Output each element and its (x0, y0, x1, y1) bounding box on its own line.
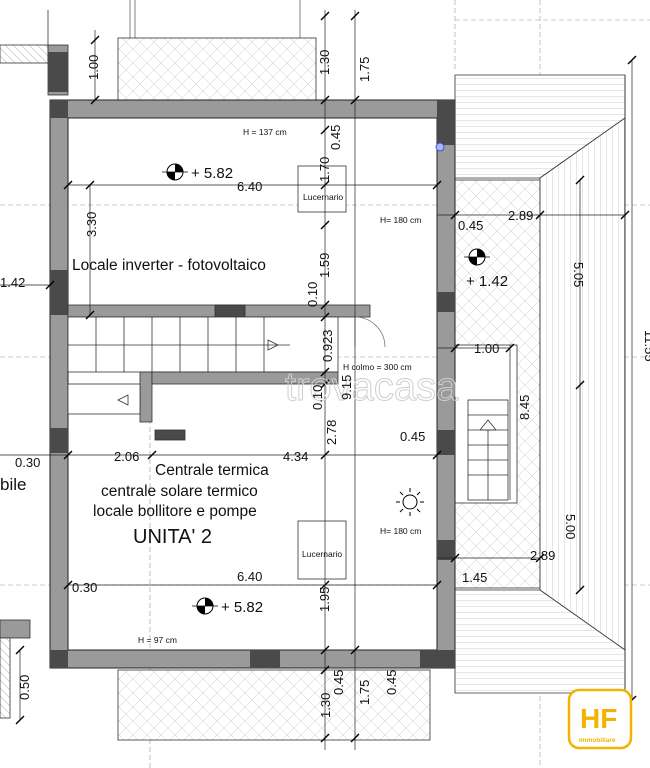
fragment-label-left: bile (0, 475, 26, 494)
dim-left-142: 1.42 (0, 275, 25, 290)
height-ridge: H colmo = 300 cm (343, 362, 412, 372)
dimension-lines (0, 10, 633, 750)
stair (67, 304, 386, 441)
dim-upper-045: 0.45 (328, 125, 343, 150)
dim-top-v1: 1.30 (317, 50, 332, 75)
terrace (454, 179, 541, 589)
dim-mid-278: 2.78 (324, 420, 339, 445)
neighbor-walls-top (0, 0, 317, 101)
dim-mid-159: 1.59 (317, 253, 332, 278)
bottom-balcony (0, 619, 431, 741)
room-label-inverter: Locale inverter - fotovoltaico (72, 257, 266, 274)
wall-columns (50, 100, 455, 668)
dim-upper-640: 6.40 (237, 179, 262, 194)
height-upper-right: H= 180 cm (380, 215, 421, 225)
dim-bottom-045a: 0.45 (331, 670, 346, 695)
dim-right-500: 5.00 (563, 514, 578, 539)
height-top: H = 137 cm (243, 127, 287, 137)
height-lower-right: H= 180 cm (380, 526, 421, 536)
level-marker-upper-icon (162, 163, 188, 181)
dim-mid-915: 9.15 (339, 375, 354, 400)
unit-label: UNITA' 2 (133, 526, 212, 548)
dim-right-045b: 0.45 (400, 429, 425, 444)
dim-lower-206: 2.06 (114, 449, 139, 464)
dim-right-145: 1.45 (462, 570, 487, 585)
roof (454, 74, 626, 694)
agency-logo: HF immobiliare (567, 688, 633, 750)
dim-lower-640: 6.40 (237, 569, 262, 584)
level-lower: + 5.82 (221, 599, 263, 616)
height-bottom: H = 97 cm (138, 635, 177, 645)
skylight-label-upper: Lucernario (303, 192, 343, 202)
dim-bottom-050: 0.50 (17, 675, 32, 700)
skylights (297, 165, 347, 580)
logo-mark: HF (580, 703, 617, 734)
dim-right-289b: 2.89 (530, 548, 555, 563)
dim-right-845: 8.45 (517, 395, 532, 420)
dim-right-289a: 2.89 (508, 208, 533, 223)
dimension-ticks (15, 11, 637, 743)
level-upper: + 5.82 (191, 165, 233, 182)
level-terrace: + 1.42 (466, 273, 508, 290)
dim-top-v2: 1.75 (357, 57, 372, 82)
room-label-line2: centrale solare termico (101, 483, 258, 500)
dim-right-045a: 0.45 (458, 218, 483, 233)
dim-mid-0923: 0.923 (320, 329, 335, 362)
dim-top-left-v: 1.00 (86, 55, 101, 80)
terrace-stair (467, 399, 509, 501)
level-marker-lower-icon (192, 597, 218, 615)
dim-left-030a: 0.30 (15, 455, 40, 470)
marker-dot-icon (435, 142, 445, 152)
light-fixture-icon (396, 488, 424, 516)
dim-bottom-175: 1.75 (357, 680, 372, 705)
room-label-line1: Centrale termica (155, 462, 269, 479)
skylight-label-lower: Lucernario (302, 549, 342, 559)
room-label-line3: locale bollitore e pompe (93, 503, 257, 520)
dim-left-030b: 0.30 (72, 580, 97, 595)
dim-lower-434: 4.34 (283, 449, 308, 464)
dim-bottom-130: 1.30 (318, 693, 333, 718)
watermark: trovacasa (285, 365, 459, 409)
level-marker-terrace-icon (464, 248, 490, 266)
dim-upper-170: 1.70 (317, 157, 332, 182)
dim-mid-010b: 0.10 (310, 385, 325, 410)
dim-mid-010a: 0.10 (305, 282, 320, 307)
dim-left-330: 3.30 (84, 212, 99, 237)
logo-sub: immobiliare (579, 737, 616, 744)
dim-right-100: 1.00 (474, 341, 499, 356)
dim-lower-195: 1.95 (317, 587, 332, 612)
dim-right-505: 5.05 (571, 262, 586, 287)
dim-bottom-045b: 0.45 (384, 670, 399, 695)
dim-right-1155: 11.55 (642, 330, 650, 362)
